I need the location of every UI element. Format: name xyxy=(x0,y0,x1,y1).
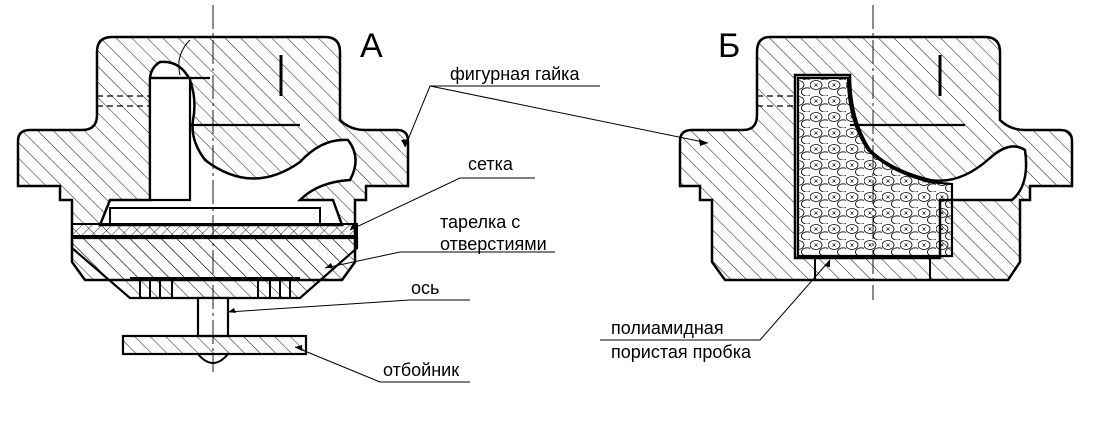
label-nut: фигурная гайка xyxy=(450,64,580,84)
label-plate-line2: отверстиями xyxy=(440,234,547,254)
view-a-perforations xyxy=(139,278,291,298)
view-a-upper-plate xyxy=(109,207,321,225)
view-a-break-line xyxy=(178,39,191,76)
label-plate-line1: тарелка с xyxy=(440,212,521,232)
view-b-letter: Б xyxy=(718,27,741,65)
view-a-perforated-plate xyxy=(70,236,359,300)
label-deflector: отбойник xyxy=(383,360,460,380)
label-plug-line2: пористая пробка xyxy=(611,342,751,362)
view-b-assembly xyxy=(678,5,1074,300)
view-b-porous-plug xyxy=(796,76,954,258)
label-axle: ось xyxy=(411,278,440,298)
label-mesh: сетка xyxy=(468,154,513,174)
view-a-assembly xyxy=(16,5,410,372)
view-a-deflector xyxy=(121,334,308,356)
leader-lines xyxy=(227,85,831,383)
view-b-nut-body xyxy=(678,35,1074,282)
view-a-stem xyxy=(148,76,192,202)
view-a-letter: А xyxy=(360,27,383,65)
label-plug-line1: полиамидная xyxy=(611,318,724,338)
view-a-mesh xyxy=(71,223,358,237)
